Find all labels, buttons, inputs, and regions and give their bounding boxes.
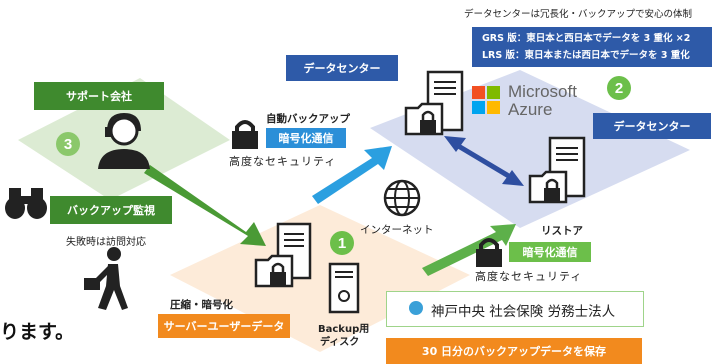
backup-monitor-label: バックアップ監視 <box>50 196 172 224</box>
azure-word-2: Azure <box>508 100 553 119</box>
step-1-badge: 1 <box>330 231 354 255</box>
support-company-label: サポート会社 <box>34 82 164 110</box>
lock-icon-left <box>232 120 258 149</box>
datacenter-label-right: データセンター <box>593 113 711 139</box>
encrypted-comm-left-label: 暗号化通信 <box>266 128 346 148</box>
org-name-text: 神戸中央 社会保険 労務士法人 <box>431 304 616 320</box>
restore-text: リストア <box>541 225 583 237</box>
replication-head-b <box>502 170 524 186</box>
high-security-left-text: 高度なセキュリティ <box>229 155 337 168</box>
azure-word-1: Microsoft <box>508 82 577 101</box>
visiting-person-icon <box>84 247 128 310</box>
auto-backup-text: 自動バックアップ <box>266 113 350 125</box>
step-2-badge: 2 <box>607 76 631 100</box>
top-note: データセンターは冗長化・バックアップで安心の体制 <box>464 9 693 20</box>
backup-disk-icon <box>328 262 360 314</box>
backup-disk-line-2: ディスク <box>320 337 360 348</box>
datacenter-folder-right-icon <box>528 170 568 204</box>
retention-label: 30 日分のバックアップデータを保存 <box>386 338 642 364</box>
support-operator-icon <box>98 113 150 169</box>
redundancy-line-2: LRS 版：東日本または西日本でデータを 3 重化 <box>482 50 690 61</box>
datacenter-label-left: データセンター <box>286 55 398 81</box>
microsoft-logo <box>472 86 500 114</box>
compress-encrypt-text: 圧縮・暗号化 <box>170 299 233 311</box>
server-user-data-label: サーバーユーザーデータ <box>158 314 290 338</box>
org-name-box: 神戸中央 社会保険 労務士法人 <box>386 291 644 327</box>
restore-arrow <box>422 224 516 276</box>
backup-disk-line-1: Backup用 <box>318 324 370 335</box>
datacenter-folder-left-icon <box>404 102 444 136</box>
binoculars-icon <box>5 188 47 219</box>
upload-arrow <box>312 146 392 204</box>
support-to-customer-arrow <box>144 165 266 246</box>
redundancy-box: GRS 版：東日本と西日本でデータを 3 重化 ×2 LRS 版：東日本または西… <box>472 27 712 67</box>
replication-head-a <box>444 136 466 152</box>
org-logo-icon <box>409 301 423 315</box>
replication-line <box>453 141 514 181</box>
internet-globe-icon <box>383 179 421 217</box>
high-security-right-text: 高度なセキュリティ <box>475 270 583 283</box>
redundancy-line-1: GRS 版：東日本と西日本でデータを 3 重化 ×2 <box>482 33 691 44</box>
step-3-badge: 3 <box>56 132 80 156</box>
cut-off-text: ります。 <box>0 321 75 343</box>
lock-icon-right <box>476 238 502 267</box>
internet-text: インターネット <box>360 224 434 236</box>
encrypted-comm-right-label: 暗号化通信 <box>509 242 591 262</box>
visit-on-failure-text: 失敗時は訪問対応 <box>66 237 146 248</box>
customer-folder-icon <box>254 254 294 288</box>
datacenter-server-left-icon <box>426 70 464 132</box>
